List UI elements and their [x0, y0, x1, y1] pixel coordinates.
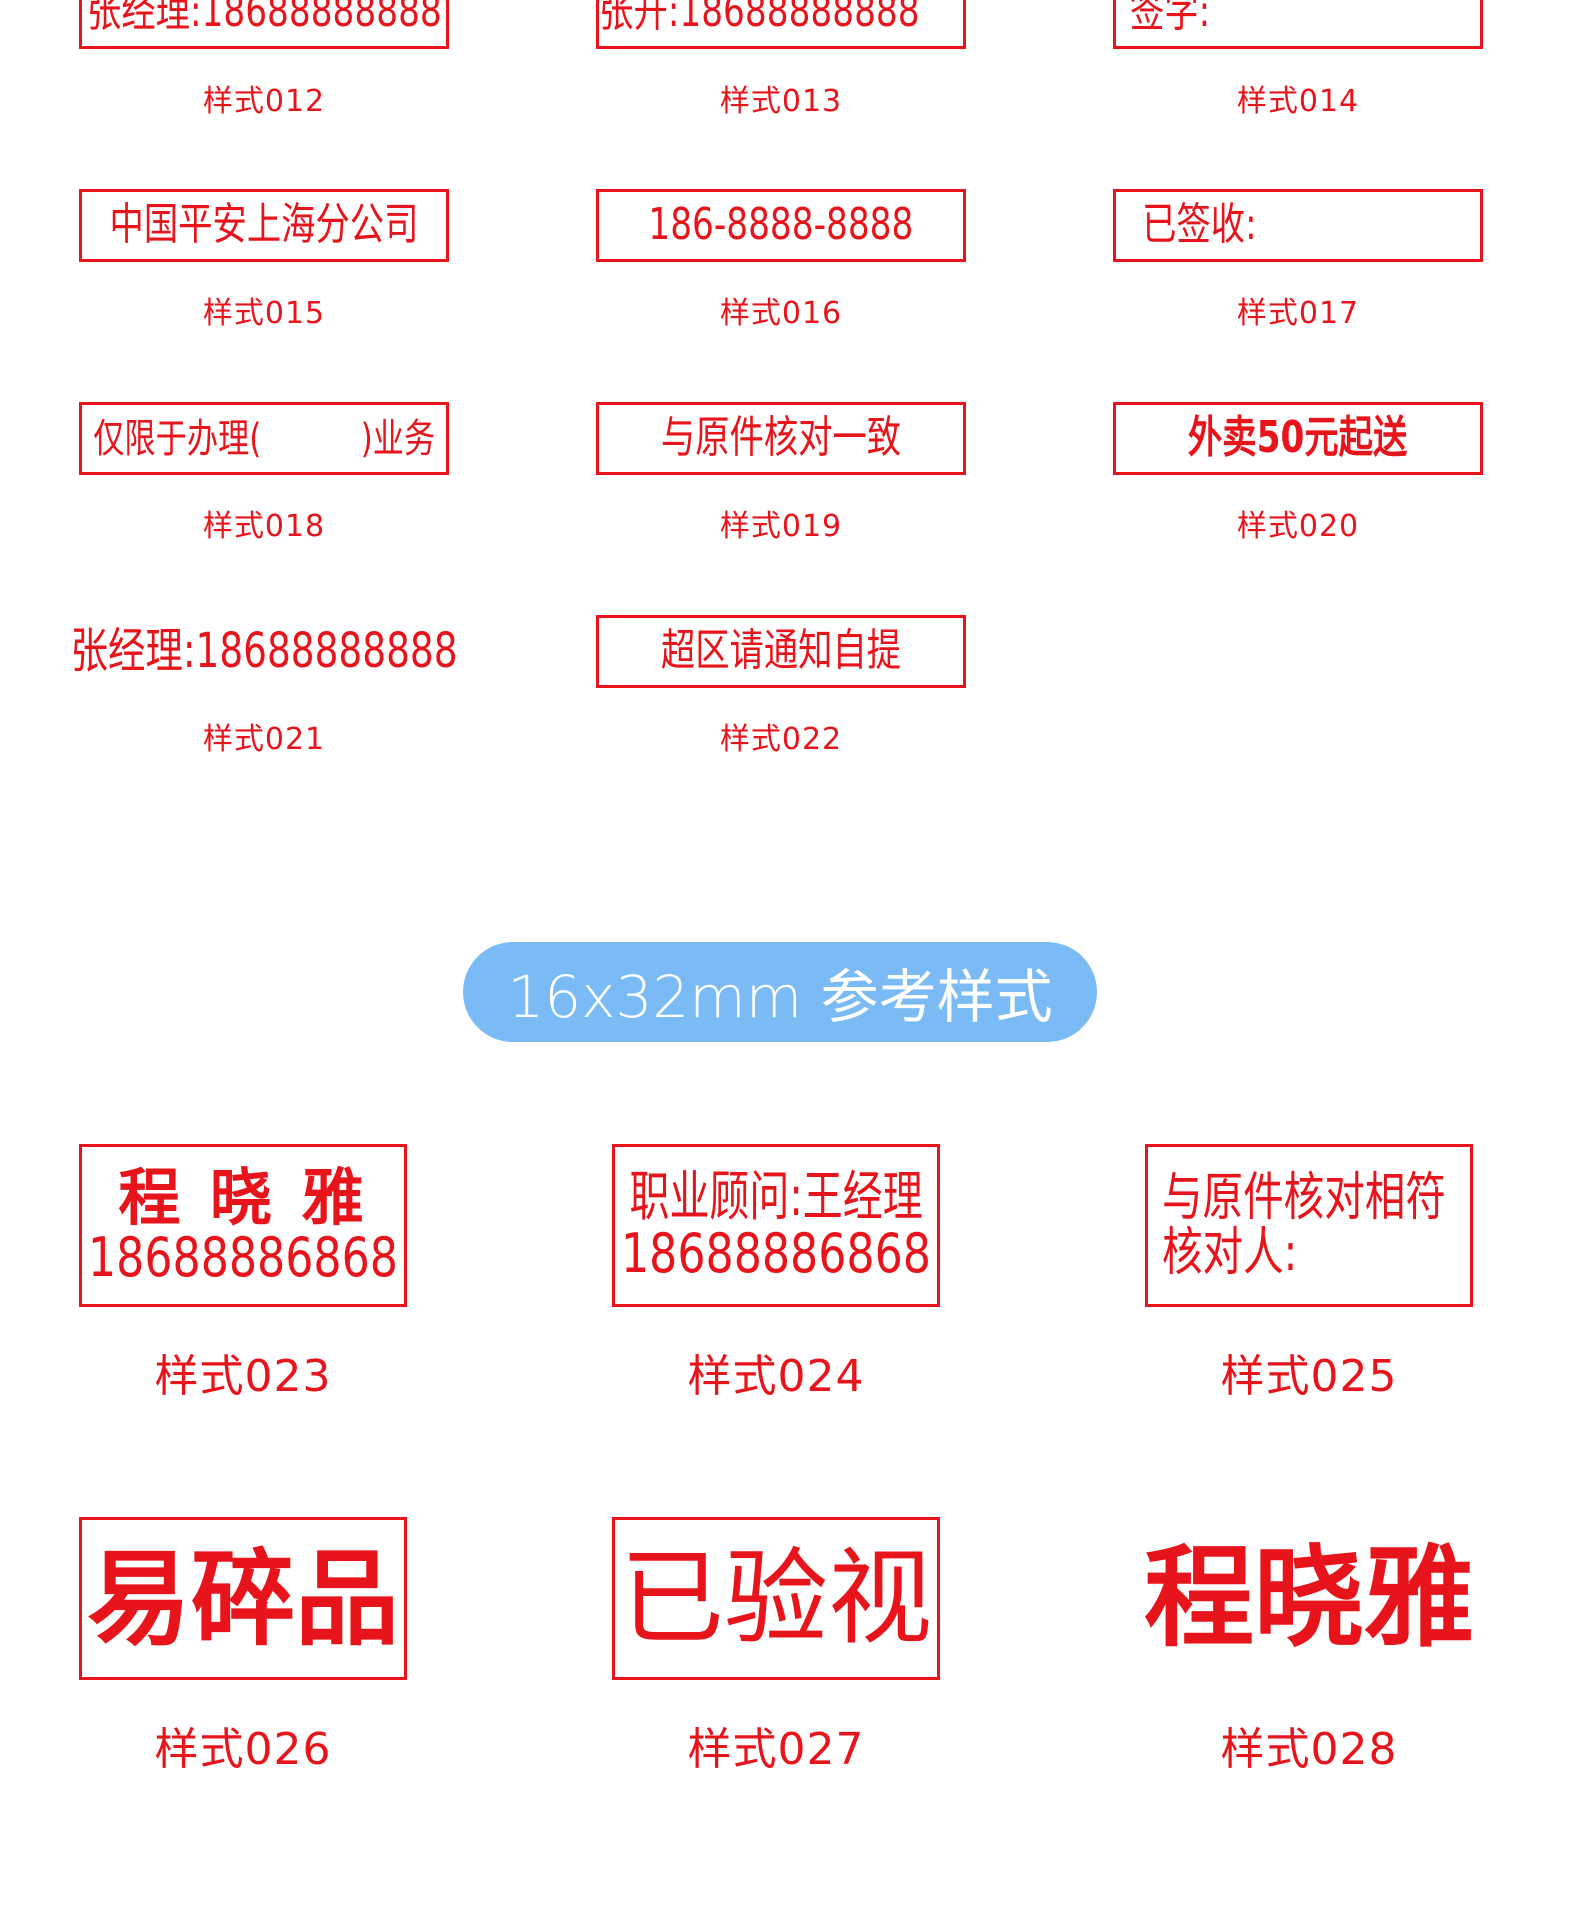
style-caption: 样式024: [687, 1351, 865, 1402]
stamp-text: 186-8888-8888: [648, 199, 914, 251]
stamp-title-line: 职业顾问:王经理: [629, 1164, 923, 1228]
stamp-text: 张经理:18688888888: [72, 623, 456, 680]
stamp-020: 外卖50元起送: [1113, 402, 1483, 475]
stamp-text: 中国平安上海分公司: [109, 199, 419, 251]
style-caption: 样式026: [154, 1724, 332, 1775]
stamp-016: 186-8888-8888: [596, 189, 966, 262]
style-caption: 样式021: [202, 722, 326, 757]
stamp-026: 易碎品: [79, 1517, 407, 1680]
stamp-018: 仅限于办理( )业务: [79, 402, 449, 475]
style-caption: 样式023: [154, 1351, 332, 1402]
style-caption: 样式025: [1220, 1351, 1398, 1402]
stamp-028: 程晓雅: [1138, 1517, 1480, 1680]
stamp-text: 易碎品: [86, 1536, 399, 1660]
stamp-name-line: 程 晓 雅: [118, 1160, 368, 1234]
stamp-text: 签字:: [1130, 0, 1211, 38]
stamp-014: 签字:: [1113, 0, 1483, 49]
stamp-012: 张经理:18688888888: [79, 0, 449, 49]
style-caption: 样式028: [1220, 1724, 1398, 1775]
stamp-019: 与原件核对一致: [596, 402, 966, 475]
stamp-text: 与原件核对一致: [660, 412, 902, 464]
style-caption: 样式020: [1236, 509, 1360, 544]
style-caption: 样式012: [202, 84, 326, 119]
style-caption: 样式018: [202, 509, 326, 544]
style-caption: 样式016: [719, 296, 843, 331]
stamp-phone-line: 18688886868: [88, 1225, 398, 1289]
style-caption: 样式027: [687, 1724, 865, 1775]
style-caption: 样式017: [1236, 296, 1360, 331]
stamp-021: 张经理:18688888888: [72, 615, 456, 688]
stamp-013: 张开:18688888888 微信 同号: [596, 0, 966, 49]
style-caption: 样式014: [1236, 84, 1360, 119]
stamp-text: 已验视: [619, 1536, 932, 1659]
stamp-text: 外卖50元起送: [1188, 412, 1408, 464]
style-caption: 样式022: [719, 722, 843, 757]
stamp-text: 张经理:18688888888: [86, 0, 442, 38]
style-caption: 样式013: [719, 84, 843, 119]
stamp-023: 程 晓 雅 18688886868: [79, 1144, 407, 1307]
stamp-025: 与原件核对相符 核对人:: [1145, 1144, 1473, 1307]
stamp-017: 已签收:: [1113, 189, 1483, 262]
stamp-text: 超区请通知自提: [660, 625, 902, 677]
style-caption: 样式019: [719, 509, 843, 544]
stamp-text: 程晓雅: [1144, 1533, 1474, 1662]
stamp-015: 中国平安上海分公司: [79, 189, 449, 262]
stamp-line-2: 核对人:: [1162, 1222, 1298, 1283]
stamp-line-1: 与原件核对相符: [1162, 1167, 1446, 1228]
stamp-text: 仅限于办理( )业务: [93, 415, 435, 462]
stamp-phone-line: 18688886868: [621, 1221, 931, 1285]
section-title-pill: 16x32mm 参考样式: [463, 942, 1097, 1042]
style-caption: 样式015: [202, 296, 326, 331]
stamp-text: 已签收:: [1142, 199, 1257, 251]
stamp-027: 已验视: [612, 1517, 940, 1680]
stamp-text: 张开:18688888888: [598, 0, 920, 38]
stamp-022: 超区请通知自提: [596, 615, 966, 688]
stamp-024: 职业顾问:王经理 18688886868: [612, 1144, 940, 1307]
